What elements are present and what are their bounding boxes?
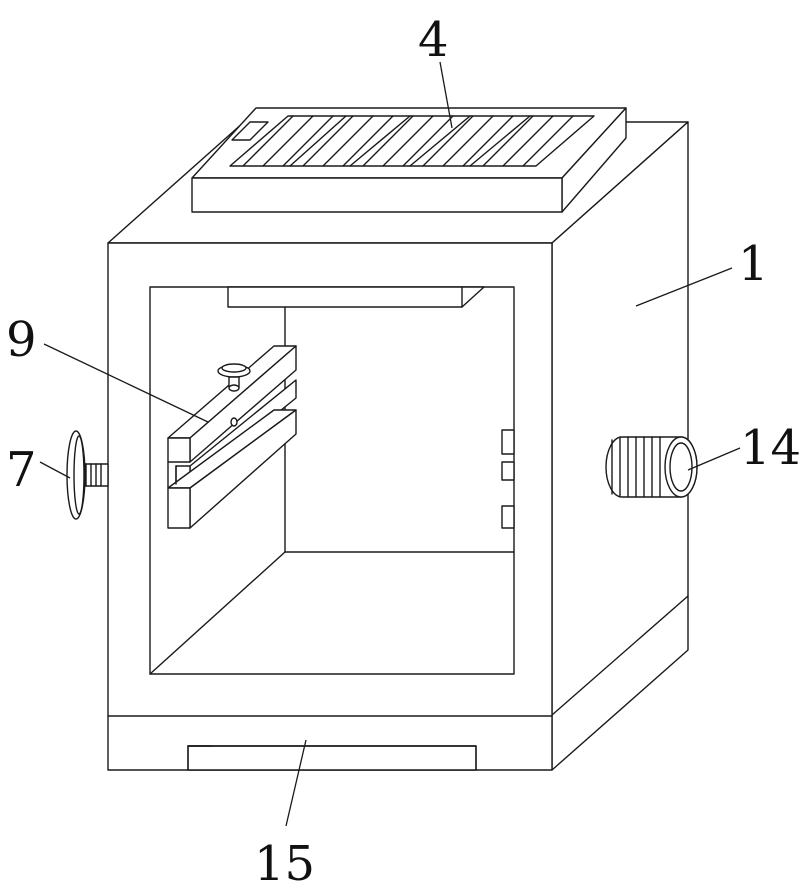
callout-15: 15	[254, 836, 315, 892]
callout-4: 4	[418, 12, 449, 68]
callout-14: 14	[740, 420, 801, 476]
right-clamp-block-mid	[501, 461, 515, 481]
handwheel-icon	[66, 430, 109, 520]
callouts: 4 1 9 7 14 15	[6, 12, 801, 892]
base-feet	[187, 745, 477, 771]
callout-1: 1	[738, 236, 769, 292]
right-clamp-block-top	[501, 429, 515, 455]
leader-9	[43, 343, 209, 423]
clamp-assembly	[167, 345, 297, 529]
callout-9: 9	[6, 312, 37, 368]
leader-4	[439, 61, 453, 129]
knurled-knob-icon	[605, 436, 698, 498]
leader-lines	[39, 61, 741, 827]
inner-cavity	[149, 286, 515, 675]
leader-1	[635, 267, 733, 307]
leader-7	[39, 461, 71, 479]
top-inner-rail	[227, 286, 485, 308]
top-grille-panel	[191, 107, 627, 213]
leader-14	[687, 447, 741, 471]
callout-7: 7	[6, 442, 37, 498]
right-clamp-block-bot	[501, 505, 515, 529]
grille-slats	[242, 115, 574, 167]
base-notch	[187, 745, 477, 771]
leader-15	[285, 739, 307, 827]
